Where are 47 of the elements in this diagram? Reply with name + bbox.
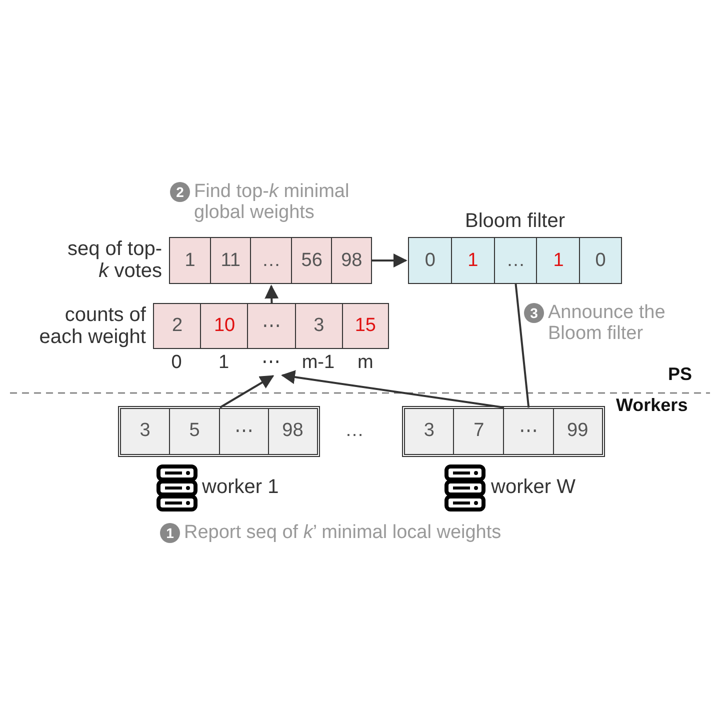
array-cell: 98 [331, 237, 372, 284]
index-label: m-1 [300, 352, 336, 374]
index-label: ⋯ [260, 352, 282, 374]
array-cell: 99 [552, 408, 602, 454]
array-cell: 1 [169, 237, 212, 284]
step-text: Report seq of k’ minimal local weights [184, 522, 502, 543]
array-cell: ⋯ [247, 303, 296, 349]
step-number: 1 [160, 523, 180, 543]
array-cell: 98 [268, 408, 318, 454]
arrow [372, 254, 408, 268]
array-cell: 0 [579, 237, 622, 284]
array-cell: … [250, 237, 292, 284]
array-cell: 1 [536, 237, 581, 284]
array-title: Bloom filter [464, 210, 566, 232]
arrow [281, 370, 504, 408]
array-cell: ⋯ [218, 408, 270, 454]
array-cell: ⋯ [503, 408, 554, 454]
array-cell: 3 [120, 408, 170, 454]
array-cell: 0 [408, 237, 452, 284]
array-cell: 56 [290, 237, 333, 284]
array-cell: 3 [404, 408, 455, 454]
step-number: 2 [170, 182, 190, 202]
connector-line [514, 284, 530, 408]
ellipsis: … [345, 420, 364, 442]
array-cell: 5 [169, 408, 220, 454]
array-cell: 2 [153, 303, 202, 349]
step-text: Announce the Bloom filter [548, 302, 666, 344]
ps-label: PS [668, 364, 692, 385]
arrow [219, 375, 274, 408]
row-label: counts of each weight [38, 304, 146, 348]
array-cell: 7 [453, 408, 504, 454]
array-cell: … [494, 237, 538, 284]
step-text: Find top-k minimal global weights [194, 181, 350, 223]
workers-label: Workers [616, 395, 688, 416]
index-label: 0 [170, 352, 183, 374]
worker-label: worker W [491, 476, 576, 498]
arrow [264, 284, 279, 304]
array-cell: 1 [450, 237, 496, 284]
array-cell: 15 [342, 303, 389, 349]
step-number: 3 [524, 303, 544, 323]
worker-label: worker 1 [202, 476, 280, 498]
index-label: m [356, 352, 374, 374]
array-cell: 3 [294, 303, 344, 349]
index-label: 1 [217, 352, 230, 374]
array-cell: 11 [210, 237, 252, 284]
row-label: seq of top-k votes [66, 238, 162, 282]
array-cell: 10 [200, 303, 249, 349]
